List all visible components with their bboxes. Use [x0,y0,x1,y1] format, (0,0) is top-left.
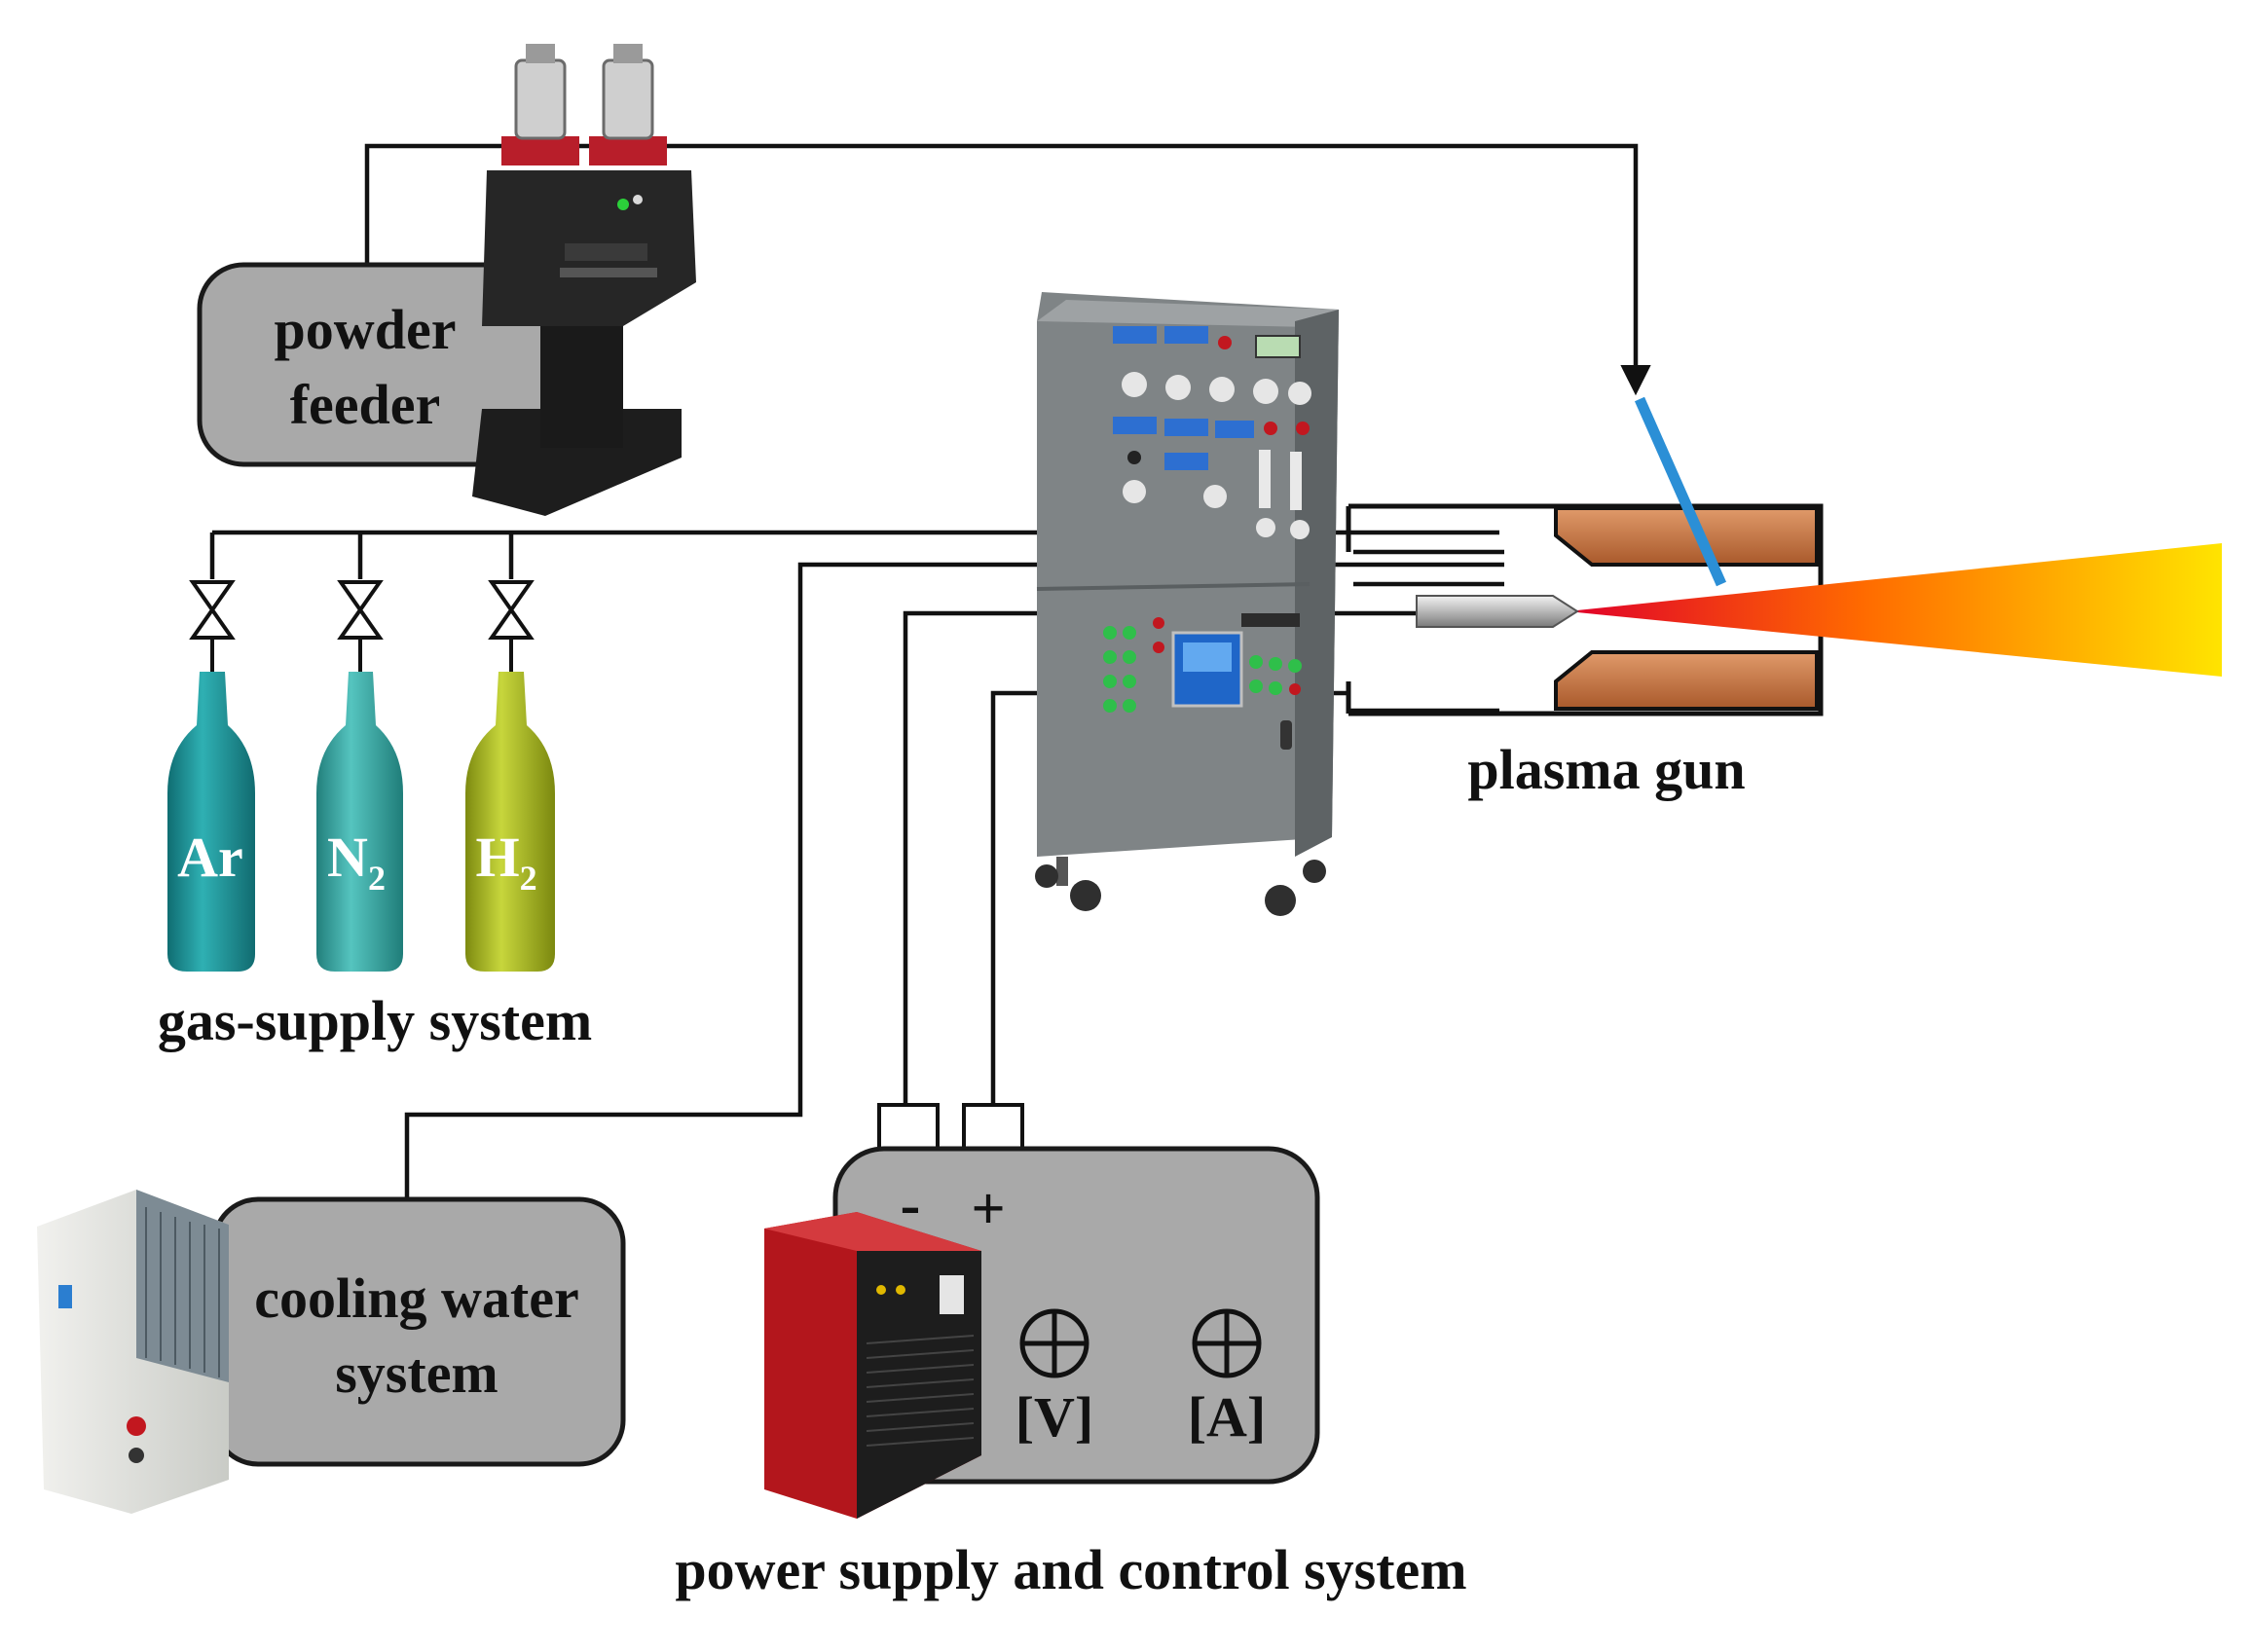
positive-terminal-label: + [971,1176,1005,1242]
negative-terminal [877,1103,940,1151]
power-supply-group: - + [V] [675,1103,1467,1601]
powder-feeder-device [472,44,696,516]
plasma-flame [1568,543,2222,677]
gas-cylinder-icon: Ar [167,672,255,972]
gas-cylinder-label: H2 [475,826,536,898]
cooling-water-box [211,1196,626,1467]
voltage-meter-label: [V] [1015,1385,1094,1449]
current-meter-label: [A] [1188,1385,1267,1449]
gas-supply-label: gas-supply system [158,989,592,1052]
chiller-unit [37,1190,229,1514]
powder-feeder-label-line1: powder [275,298,457,361]
cooling-water-group: cooling water system [37,1190,626,1514]
plasma-gun-group: plasma gun [1346,396,2222,801]
cooling-water-label-line2: system [335,1341,498,1405]
meter-crosshair-icon [1192,1308,1262,1378]
valve-icon [337,580,384,672]
powder-feeder-label-line2: feeder [290,373,441,436]
plasma-gun-label: plasma gun [1467,738,1745,801]
power-supply-unit [764,1212,981,1519]
positive-terminal [962,1103,1024,1151]
gas-cylinder-icon: H2 [465,672,555,972]
gas-cylinder-label: Ar [177,826,243,889]
negative-terminal-label: - [901,1172,921,1238]
gas-supply-group: Ar N2 H2 gas-supply system [158,580,592,1052]
powder-feeder-group: powder feeder [197,44,696,516]
gas-cylinder-icon: N2 [316,672,403,972]
valve-icon [488,580,535,672]
meter-crosshair-icon [1019,1308,1089,1378]
valve-icon [189,580,236,672]
gas-cylinder-label: N2 [327,826,386,898]
powder-injector [1634,396,1727,587]
cooling-water-label-line1: cooling water [254,1267,578,1330]
power-supply-label: power supply and control system [675,1538,1466,1601]
control-console [1035,292,1339,916]
electrode [1416,595,1579,628]
